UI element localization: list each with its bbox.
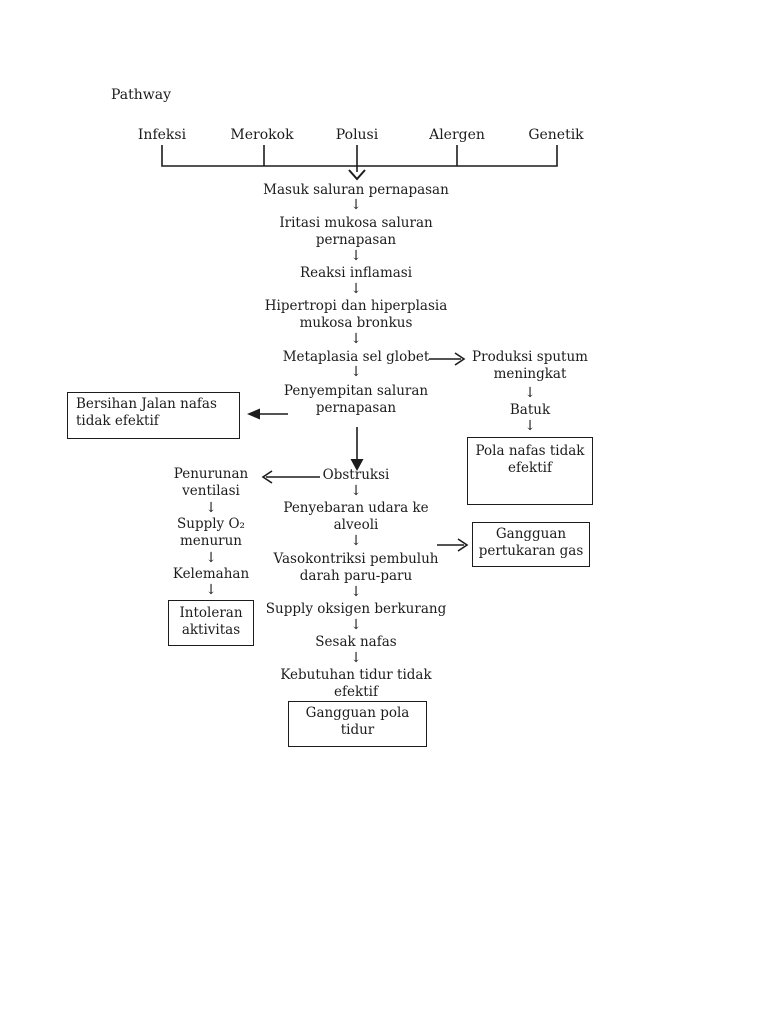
node-penyebaran-udara: Penyebaran udara ke alveoli [283, 500, 429, 533]
down-arrow: ↓ [350, 197, 362, 213]
down-arrow: ↓ [350, 364, 362, 380]
arrow-metaplasia-to-produksi [429, 352, 466, 366]
cause-infeksi: Infeksi [137, 127, 187, 143]
arrow-penyempitan-to-bersihan-box [247, 408, 288, 420]
diagnosis-box-gangguan-pertukaran-gas: Gangguan pertukaran gas [472, 522, 590, 567]
down-arrow: ↓ [524, 385, 536, 401]
node-reaksi-inflamasi: Reaksi inflamasi [299, 265, 413, 281]
down-arrow: ↓ [350, 331, 362, 347]
node-metaplasia-sel-globet: Metaplasia sel globet [282, 349, 430, 365]
down-arrow: ↓ [205, 582, 217, 598]
down-arrow: ↓ [205, 550, 217, 566]
node-vasokontriksi: Vasokontriksi pembuluh darah paru-paru [273, 551, 439, 584]
node-batuk: Batuk [509, 402, 551, 418]
node-sesak-nafas: Sesak nafas [315, 634, 397, 650]
down-arrow: ↓ [350, 483, 362, 499]
down-arrow: ↓ [350, 533, 362, 549]
page-title: Pathway [111, 87, 172, 103]
down-arrow: ↓ [350, 584, 362, 600]
down-arrow: ↓ [205, 500, 217, 516]
diagnosis-box-intoleran-aktivitas: Intoleran aktivitas [168, 600, 254, 646]
arrow-penyempitan-to-obstruksi [350, 427, 364, 471]
cause-alergen: Alergen [429, 127, 485, 143]
down-arrow: ↓ [350, 617, 362, 633]
node-penurunan-ventilasi: Penurunan ventilasi [173, 466, 249, 499]
node-masuk-saluran-pernapasan: Masuk saluran pernapasan [263, 182, 449, 198]
down-arrow: ↓ [350, 248, 362, 264]
down-arrow: ↓ [350, 281, 362, 297]
diagnosis-box-gangguan-pola-tidur: Gangguan pola tidur [288, 701, 427, 747]
cause-polusi: Polusi [335, 127, 379, 143]
down-arrow: ↓ [350, 650, 362, 666]
causes-bracket-connector [161, 145, 558, 181]
cause-merokok: Merokok [230, 127, 294, 143]
node-iritasi-mukosa: Iritasi mukosa saluran pernapasan [279, 215, 433, 248]
diagnosis-box-bersihan-jalan-nafas: Bersihan Jalan nafas tidak efektif [67, 392, 240, 439]
down-arrow: ↓ [524, 418, 536, 434]
node-obstruksi: Obstruksi [322, 467, 390, 483]
node-hipertropi-hiperplasia: Hipertropi dan hiperplasia mukosa bronku… [264, 298, 448, 331]
node-produksi-sputum: Produksi sputum meningkat [472, 349, 588, 382]
node-penyempitan-saluran: Penyempitan saluran pernapasan [283, 383, 429, 416]
arrow-to-gangguan-pertukaran-box [437, 538, 469, 552]
node-supply-o2-menurun: Supply O₂ menurun [177, 516, 245, 549]
cause-genetik: Genetik [528, 127, 584, 143]
node-supply-oksigen-berkurang: Supply oksigen berkurang [265, 601, 447, 617]
node-kelemahan: Kelemahan [172, 566, 250, 582]
node-kebutuhan-tidur: Kebutuhan tidur tidak efektif [280, 667, 432, 700]
diagnosis-box-pola-nafas: Pola nafas tidak efektif [467, 437, 593, 505]
arrow-obstruksi-to-penurunan [261, 470, 320, 484]
